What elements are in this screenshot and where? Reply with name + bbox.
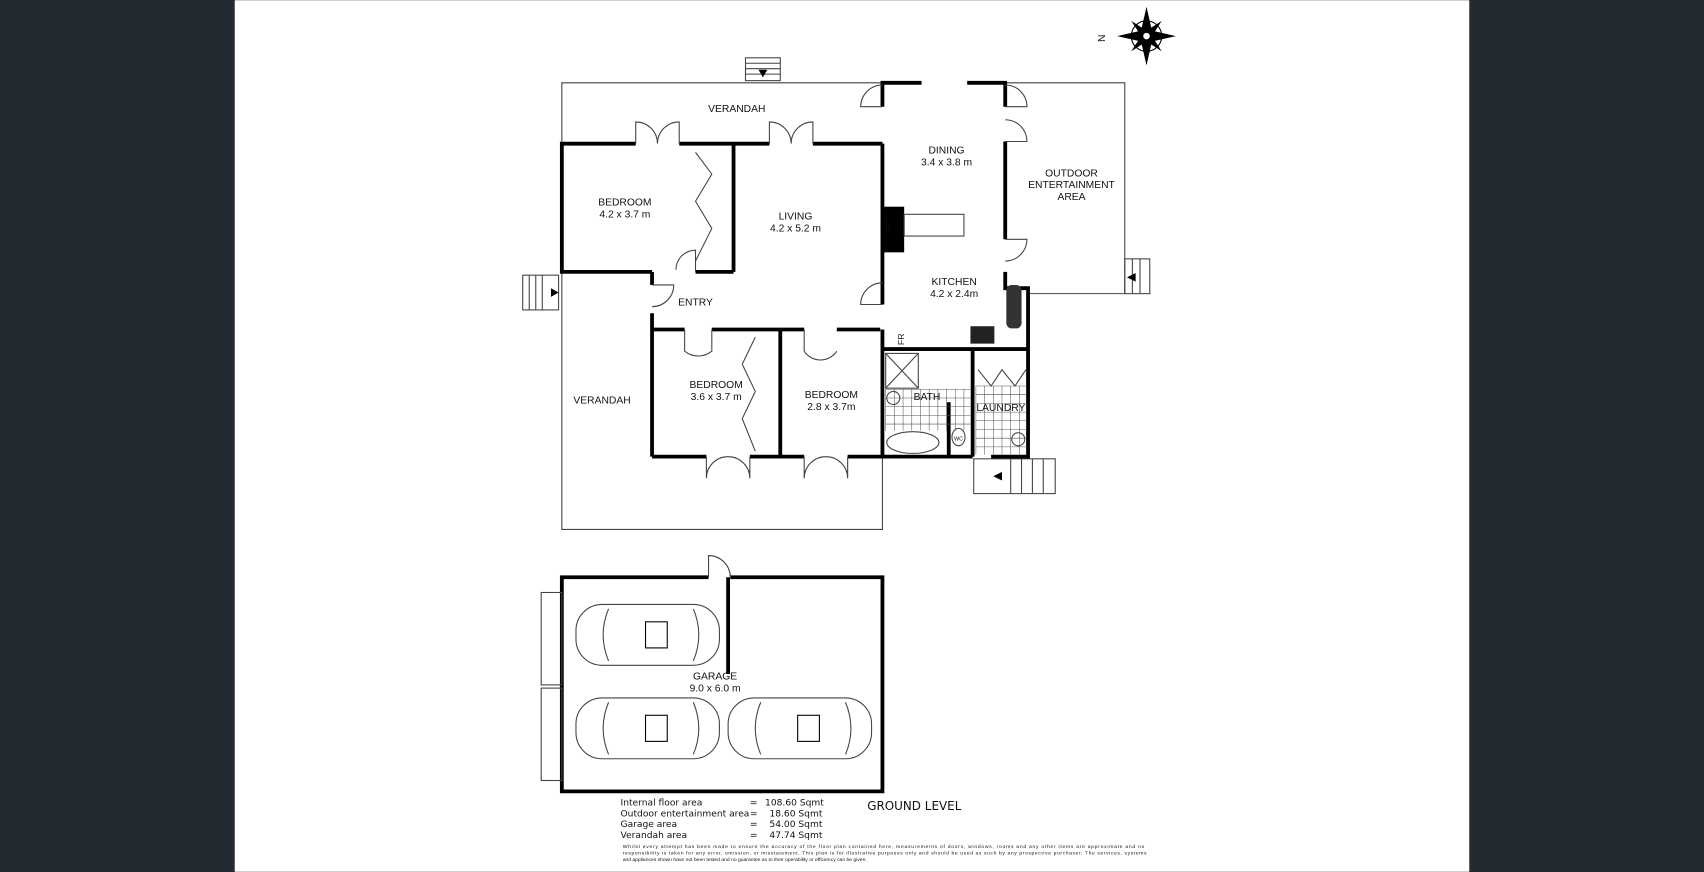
level-title: GROUND LEVEL (867, 799, 961, 813)
area-label: Garage area (621, 820, 678, 830)
room-laundry: LAUNDRY (976, 403, 1025, 414)
area-eq: = (750, 820, 758, 830)
area-eq: = (750, 809, 758, 819)
area-label: Verandah area (621, 831, 688, 841)
area-value: 108.60 Sqmt (765, 798, 824, 808)
room-bedroom1-size: 4.2 x 3.7 m (599, 210, 650, 221)
room-garage-size: 9.0 x 6.0 m (690, 683, 741, 694)
room-bedroom1-name: BEDROOM (598, 198, 651, 209)
room-bedroom2-size: 3.6 x 3.7 m (691, 392, 742, 403)
garage (540, 554, 885, 794)
shower (885, 352, 919, 389)
disclaimer: Whilst every attempt has been made to en… (623, 844, 1147, 863)
room-living-name: LIVING (779, 212, 813, 223)
sink-icon (1006, 284, 1022, 329)
north-compass-icon (1117, 6, 1176, 66)
tub-laundry-icon (1011, 432, 1026, 447)
area-label: Internal floor area (621, 798, 703, 808)
bathtub (886, 431, 940, 454)
room-dining-size: 3.4 x 3.8 m (921, 157, 972, 168)
area-value: 18.60 Sqmt (769, 809, 822, 819)
verandah-outline (561, 82, 1126, 531)
stairs-right (1124, 258, 1151, 295)
car-icon (575, 697, 720, 760)
room-bedroom3-name: BEDROOM (805, 390, 858, 401)
area-eq: = (750, 798, 758, 808)
area-label: Outdoor entertainment area (621, 809, 750, 819)
room-outdoor-line1: OUTDOOR (1045, 168, 1098, 179)
car-icon (575, 603, 720, 666)
disclaimer-line: and appliances shown have not been teste… (623, 857, 867, 863)
stairs-left (522, 274, 560, 311)
area-table: Internal floor area = 108.60 Sqmt Outdoo… (621, 798, 825, 841)
area-value: 47.74 Sqmt (769, 831, 822, 841)
room-verandah-left: VERANDAH (573, 395, 630, 406)
room-bedroom3-size: 2.8 x 3.7m (807, 402, 855, 413)
room-fr: FR (896, 333, 906, 345)
room-kitchen-name: KITCHEN (932, 277, 977, 288)
room-bath: BATH (914, 392, 941, 403)
doors (635, 84, 1028, 479)
stairs-bottom (973, 458, 1056, 495)
fireplace (882, 206, 905, 253)
room-fp: FP (884, 221, 893, 231)
room-garage-name: GARAGE (693, 671, 737, 682)
stairs-top (744, 57, 781, 82)
room-outdoor-line2: ENTERTAINMENT (1028, 180, 1115, 191)
room-verandah-top: VERANDAH (708, 104, 765, 115)
room-outdoor-line3: AREA (1057, 192, 1085, 203)
disclaimer-line: Whilst every attempt has been made to en… (623, 844, 1145, 850)
toilet-icon (951, 427, 966, 447)
room-kitchen-size: 4.2 x 2.4m (930, 289, 978, 300)
room-living-size: 4.2 x 5.2 m (770, 224, 821, 235)
disclaimer-line: responsibility is taken for any error, o… (623, 850, 1147, 856)
area-eq: = (750, 831, 758, 841)
area-value: 54.00 Sqmt (769, 820, 822, 830)
bathroom-tiles: /* placeholder */ (885, 385, 1026, 455)
basin-icon (886, 390, 901, 406)
room-wc: WC (954, 436, 963, 442)
car-icon (727, 697, 873, 760)
room-bedroom2-name: BEDROOM (690, 380, 743, 391)
room-entry: ENTRY (678, 298, 713, 309)
room-dining-name: DINING (928, 145, 964, 156)
compass-north-label: N (1097, 35, 1108, 42)
stove-icon (970, 326, 995, 344)
walls (559, 80, 1030, 459)
paper (234, 0, 1470, 872)
